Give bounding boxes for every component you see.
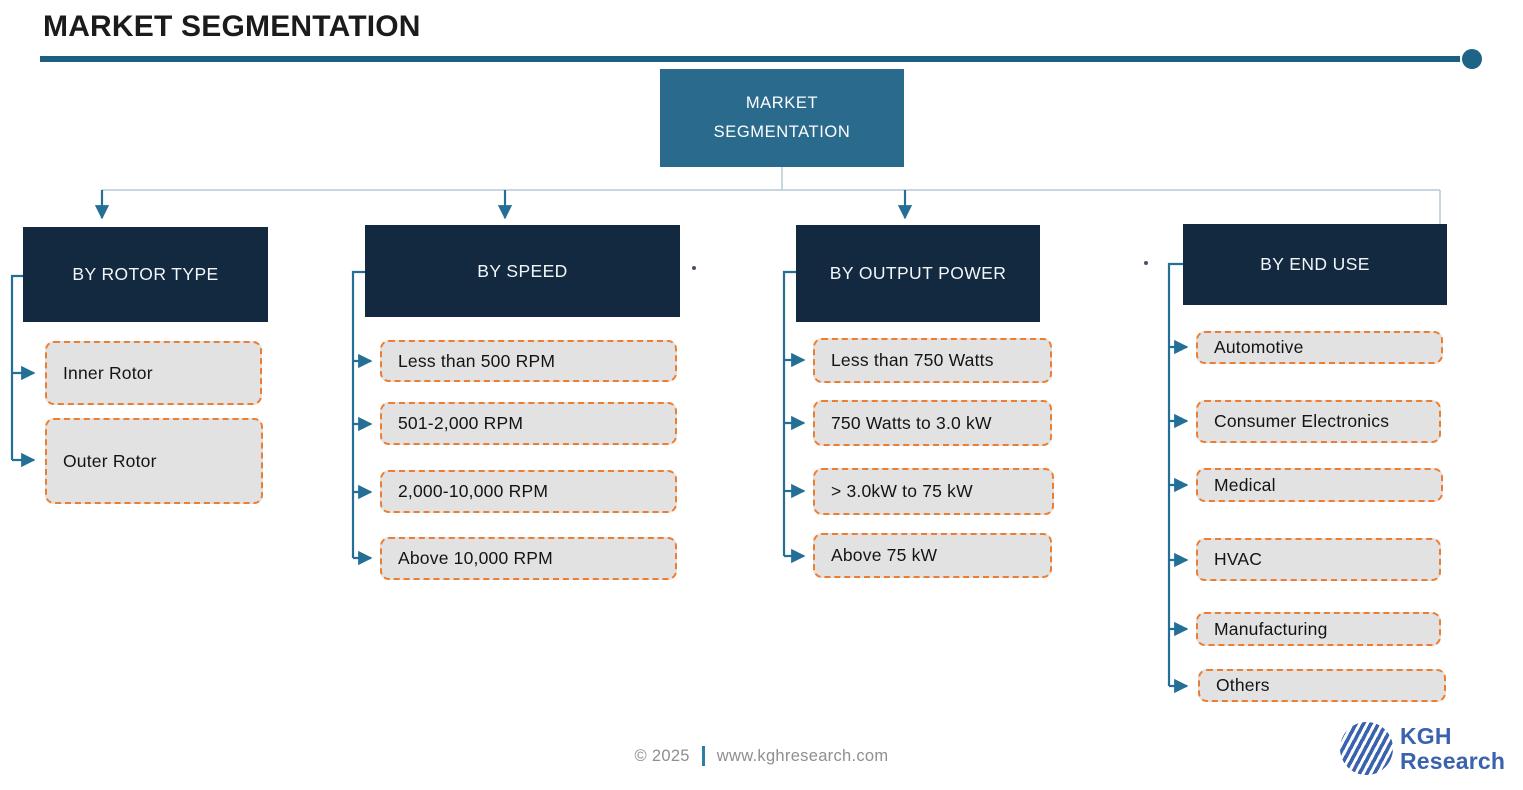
column-header-rotor-type: BY ROTOR TYPE bbox=[23, 227, 268, 322]
root-node-market-segmentation: MARKET SEGMENTATION bbox=[660, 69, 904, 167]
segment-item-750w-3kw: 750 Watts to 3.0 kW bbox=[813, 400, 1052, 446]
root-connector bbox=[102, 167, 1441, 224]
segment-item-consumer-electronics: Consumer Electronics bbox=[1196, 400, 1441, 443]
column-header-speed: BY SPEED bbox=[365, 225, 680, 317]
page-title: MARKET SEGMENTATION bbox=[43, 10, 421, 43]
segment-item-others: Others bbox=[1198, 669, 1446, 702]
segment-item-above-10000-rpm: Above 10,000 RPM bbox=[380, 537, 677, 580]
segment-item-manufacturing: Manufacturing bbox=[1196, 612, 1441, 646]
column-header-output-power: BY OUTPUT POWER bbox=[796, 225, 1040, 322]
segment-item-less-750-watts: Less than 750 Watts bbox=[813, 338, 1052, 383]
kgh-research-logo: KGH Research bbox=[1340, 722, 1505, 775]
segment-item-medical: Medical bbox=[1196, 468, 1443, 502]
title-rule bbox=[40, 49, 1482, 69]
segment-item-automotive: Automotive bbox=[1196, 331, 1443, 364]
segment-item-501-2000-rpm: 501-2,000 RPM bbox=[380, 402, 677, 445]
segment-item-above-75kw: Above 75 kW bbox=[813, 533, 1052, 578]
segment-item-hvac: HVAC bbox=[1196, 538, 1441, 581]
segment-item-less-500-rpm: Less than 500 RPM bbox=[380, 340, 677, 382]
segment-item-3kw-75kw: > 3.0kW to 75 kW bbox=[813, 468, 1054, 515]
footer-separator bbox=[701, 746, 705, 766]
header-arrows bbox=[94, 190, 913, 220]
stray-dot bbox=[692, 266, 696, 270]
footer-website: www.kghresearch.com bbox=[716, 746, 889, 765]
stray-dot bbox=[1144, 261, 1148, 265]
column-header-end-use: BY END USE bbox=[1183, 224, 1447, 305]
footer-copyright: © 2025 bbox=[634, 746, 690, 765]
footer: © 2025 www.kghresearch.com bbox=[0, 740, 1523, 772]
logo-line1: KGH bbox=[1400, 722, 1452, 749]
logo-wordmark: KGH Research bbox=[1400, 722, 1506, 774]
logo-line2: Research bbox=[1400, 747, 1506, 774]
segment-item-outer-rotor: Outer Rotor bbox=[45, 418, 263, 504]
segment-item-inner-rotor: Inner Rotor bbox=[45, 341, 262, 405]
title-rule-end-dot bbox=[1462, 49, 1482, 69]
root-node-label: MARKET SEGMENTATION bbox=[713, 94, 851, 141]
bracket-end-use bbox=[1167, 262, 1189, 694]
globe-icon bbox=[1340, 722, 1393, 775]
segment-item-2000-10000-rpm: 2,000-10,000 RPM bbox=[380, 470, 677, 513]
